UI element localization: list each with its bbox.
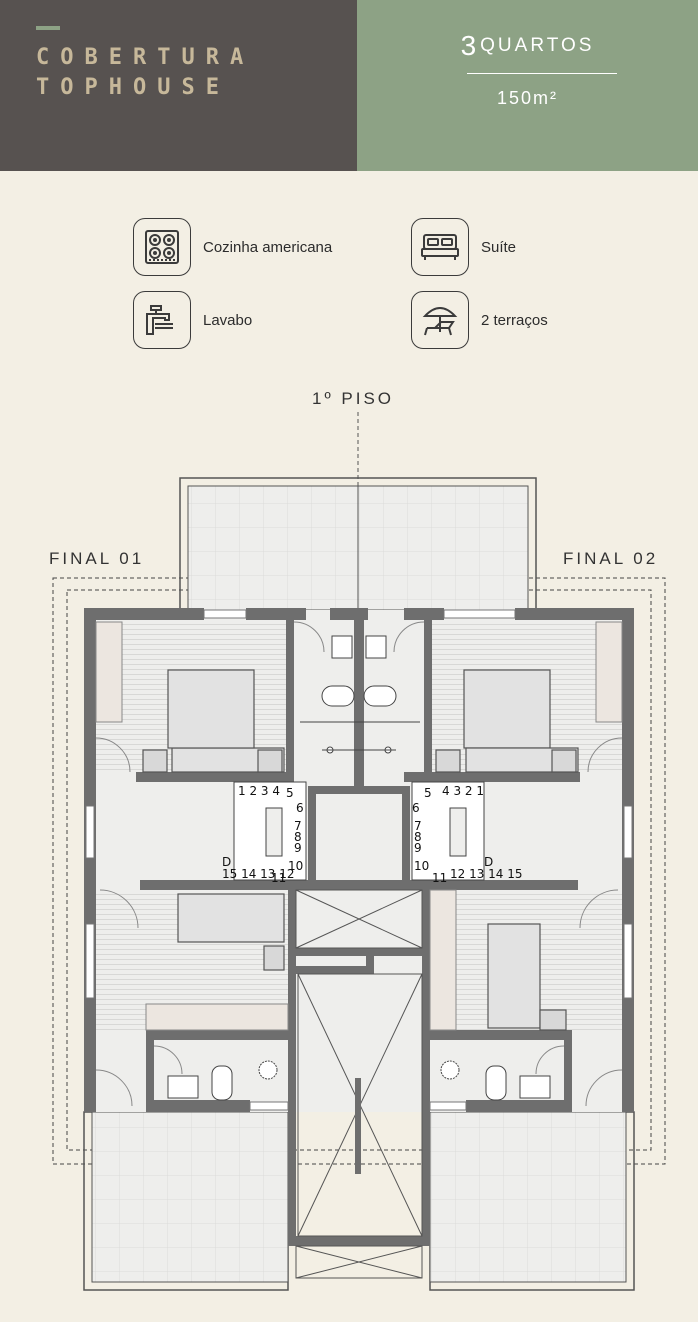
stairs: [233, 781, 485, 881]
svg-text:4 3 2 1: 4 3 2 1: [442, 784, 484, 798]
svg-text:6: 6: [296, 801, 304, 815]
feature-item-suite: Suíte: [411, 218, 516, 276]
feature-label: 2 terraços: [481, 311, 548, 329]
lift-rail: [355, 1078, 361, 1174]
svg-text:12 13 14 15: 12 13 14 15: [450, 867, 523, 881]
title-line-1: COBERTURA: [36, 45, 255, 70]
beds: [142, 669, 579, 1031]
header-brand-panel: COBERTURA TOPHOUSE: [0, 0, 357, 171]
feature-label: Lavabo: [203, 311, 253, 329]
accent-bar: [36, 26, 60, 30]
svg-text:5: 5: [424, 786, 432, 800]
feature-item-lavabo: Lavabo: [133, 291, 252, 349]
svg-text:7: 7: [414, 819, 422, 833]
divider: [467, 73, 617, 74]
svg-text:11: 11: [432, 871, 447, 885]
svg-text:11: 11: [271, 871, 286, 885]
stair-numbers: 1 2 3 4 5 6 7 8 9 10 15 14 13 12 11 D 4 …: [222, 784, 523, 885]
svg-text:6: 6: [412, 801, 420, 815]
svg-text:9: 9: [294, 841, 302, 855]
svg-text:5: 5: [286, 786, 294, 800]
feature-label: Cozinha americana: [203, 238, 333, 256]
svg-text:8: 8: [414, 830, 422, 844]
final-02-label: FINAL 02: [563, 549, 659, 568]
faucet-icon: [133, 291, 191, 349]
svg-text:10: 10: [414, 859, 429, 873]
feature-item-kitchen: Cozinha americana: [133, 218, 332, 276]
title-line-2: TOPHOUSE: [36, 75, 230, 100]
svg-text:D: D: [222, 855, 231, 869]
doors: [95, 621, 623, 1107]
stove-icon: [133, 218, 191, 276]
wardrobes: [95, 621, 623, 1031]
svg-text:9: 9: [414, 841, 422, 855]
bed-icon: [411, 218, 469, 276]
lower-baths: [167, 1060, 551, 1101]
svg-text:7: 7: [294, 819, 302, 833]
rooms-number: 3: [460, 30, 477, 61]
feature-label: Suíte: [481, 238, 517, 256]
svg-text:15 14 13 12: 15 14 13 12: [222, 867, 295, 881]
page-title: COBERTURA TOPHOUSE: [36, 43, 254, 103]
bottom-terraces: [83, 1111, 635, 1291]
svg-text:8: 8: [294, 830, 302, 844]
area-value: 150m²: [496, 88, 559, 108]
rooms-word: QUARTOS: [480, 35, 595, 56]
svg-text:D: D: [484, 855, 493, 869]
svg-text:1 2 3 4: 1 2 3 4: [238, 784, 280, 798]
sunbed-umbrella-icon: [411, 291, 469, 349]
central-bath: [300, 635, 420, 754]
final-01-label: FINAL 01: [49, 549, 145, 568]
svg-text:10: 10: [288, 859, 303, 873]
floor-label: 1º PISO: [312, 389, 395, 408]
feature-item-terraces: 2 terraços: [411, 291, 548, 349]
top-terrace: [179, 477, 537, 611]
windows: [85, 609, 633, 1111]
